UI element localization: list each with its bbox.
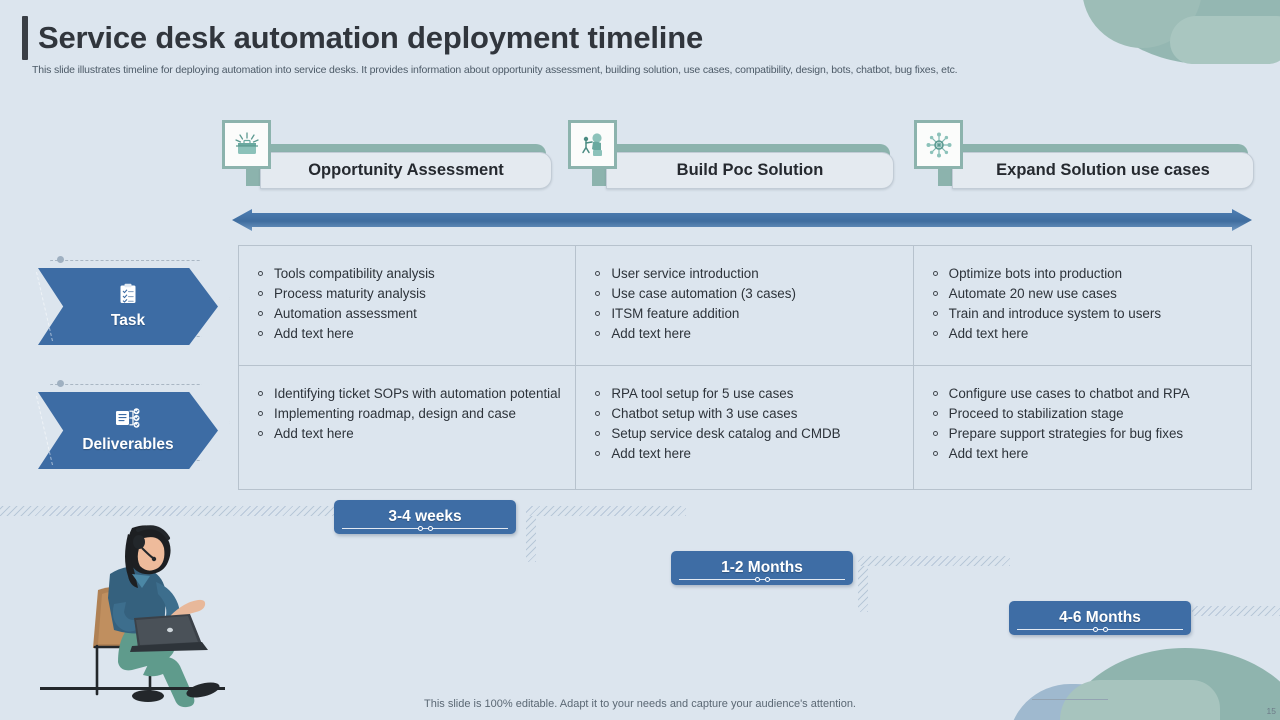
hatch-decoration-5: [858, 566, 868, 612]
badge-underline: [1017, 627, 1183, 632]
page-title-block: Service desk automation deployment timel…: [22, 16, 703, 60]
badge-underline: [342, 526, 508, 531]
list-item: Automate 20 new use cases: [928, 284, 1237, 303]
table-cell-task-phase2: User service introduction Use case autom…: [576, 246, 914, 366]
row-label-ghost-dot: [57, 380, 64, 387]
toolbox-idea-icon: [222, 120, 271, 169]
duration-badge-2[interactable]: 1-2 Months: [671, 551, 853, 585]
phase-header-3[interactable]: Expand Solution use cases: [914, 120, 1254, 192]
list-item: Add text here: [928, 324, 1237, 343]
bullet-list: RPA tool setup for 5 use cases Chatbot s…: [590, 384, 898, 463]
title-accent-rule: [22, 16, 28, 60]
badge-dot-1: [418, 526, 424, 531]
list-item: Prepare support strategies for bug fixes: [928, 424, 1237, 443]
list-item: Add text here: [590, 324, 898, 343]
badge-dot-2: [765, 577, 771, 582]
list-item: Process maturity analysis: [253, 284, 561, 303]
woman-with-headset-on-laptop-illustration: [40, 508, 260, 708]
list-item: Add text here: [928, 444, 1237, 463]
phase-label-1: Opportunity Assessment: [260, 152, 552, 189]
duration-badge-label: 3-4 weeks: [388, 508, 462, 525]
hatch-decoration-1: [0, 506, 340, 516]
footer-divider: [1032, 699, 1108, 700]
phase-header-2[interactable]: Build Poc Solution: [568, 120, 894, 192]
person-puzzle-icon: [568, 120, 617, 169]
row-label-text: Task: [110, 312, 146, 329]
decorative-blob-top-right-3: [1170, 16, 1280, 64]
row-label-banner: Deliverables: [38, 392, 218, 469]
row-label-text: Deliverables: [82, 436, 174, 453]
list-item: Chatbot setup with 3 use cases: [590, 404, 898, 423]
list-item: RPA tool setup for 5 use cases: [590, 384, 898, 403]
table-cell-deliverables-phase3: Configure use cases to chatbot and RPA P…: [914, 366, 1251, 489]
list-item: Configure use cases to chatbot and RPA: [928, 384, 1237, 403]
phase-detail-matrix: Tools compatibility analysis Process mat…: [238, 245, 1252, 490]
list-item: Identifying ticket SOPs with automation …: [253, 384, 561, 403]
clipboard-checklist-icon: [118, 283, 138, 310]
table-cell-deliverables-phase2: RPA tool setup for 5 use cases Chatbot s…: [576, 366, 914, 489]
row-label-task[interactable]: Task: [36, 256, 230, 345]
list-item: Add text here: [253, 424, 561, 443]
footer-note: This slide is 100% editable. Adapt it to…: [424, 698, 856, 710]
phase-header-1[interactable]: Opportunity Assessment: [222, 120, 552, 192]
table-cell-deliverables-phase1: Identifying ticket SOPs with automation …: [239, 366, 577, 489]
row-label-ghost-dot: [57, 256, 64, 263]
bullet-list: Optimize bots into production Automate 2…: [928, 264, 1237, 343]
table-cell-task-phase1: Tools compatibility analysis Process mat…: [239, 246, 577, 366]
phase-label-2: Build Poc Solution: [606, 152, 894, 189]
bullet-list: Configure use cases to chatbot and RPA P…: [928, 384, 1237, 463]
page-subtitle: This slide illustrates timeline for depl…: [32, 64, 958, 76]
hatch-decoration-2: [526, 506, 686, 516]
hatch-decoration-4: [858, 556, 1010, 566]
list-item: Tools compatibility analysis: [253, 264, 561, 283]
table-cell-task-phase3: Optimize bots into production Automate 2…: [913, 246, 1251, 366]
list-item: Train and introduce system to users: [928, 304, 1237, 323]
bullet-list: User service introduction Use case autom…: [590, 264, 898, 343]
bullet-list: Tools compatibility analysis Process mat…: [253, 264, 561, 343]
list-item: User service introduction: [590, 264, 898, 283]
duration-badge-label: 4-6 Months: [1059, 609, 1141, 626]
page-number: 15: [1266, 706, 1276, 716]
list-item: Proceed to stabilization stage: [928, 404, 1237, 423]
phase-label-3: Expand Solution use cases: [952, 152, 1254, 189]
list-item: Optimize bots into production: [928, 264, 1237, 283]
list-item: ITSM feature addition: [590, 304, 898, 323]
network-nodes-icon: [914, 120, 963, 169]
duration-badge-3[interactable]: 4-6 Months: [1009, 601, 1191, 635]
list-item: Use case automation (3 cases): [590, 284, 898, 303]
badge-dot-1: [1093, 627, 1099, 632]
badge-underline: [679, 577, 845, 582]
badge-dot-1: [755, 577, 761, 582]
row-label-banner: Task: [38, 268, 218, 345]
list-item: Setup service desk catalog and CMDB: [590, 424, 898, 443]
row-label-deliverables[interactable]: Deliverables: [36, 380, 230, 469]
hatch-decoration-6: [1192, 606, 1280, 616]
hatch-decoration-3: [526, 516, 536, 562]
badge-dot-2: [428, 526, 434, 531]
list-item: Add text here: [590, 444, 898, 463]
document-checklist-icon: [114, 407, 142, 434]
list-item: Automation assessment: [253, 304, 561, 323]
double-headed-arrow: [232, 209, 1252, 231]
decorative-blob-bottom-right-3: [1060, 680, 1220, 720]
list-item: Implementing roadmap, design and case: [253, 404, 561, 423]
page-title: Service desk automation deployment timel…: [38, 20, 703, 55]
duration-badge-1[interactable]: 3-4 weeks: [334, 500, 516, 534]
bullet-list: Identifying ticket SOPs with automation …: [253, 384, 561, 443]
badge-dot-2: [1103, 627, 1109, 632]
list-item: Add text here: [253, 324, 561, 343]
duration-badge-label: 1-2 Months: [721, 559, 803, 576]
floor-line: [40, 687, 225, 690]
